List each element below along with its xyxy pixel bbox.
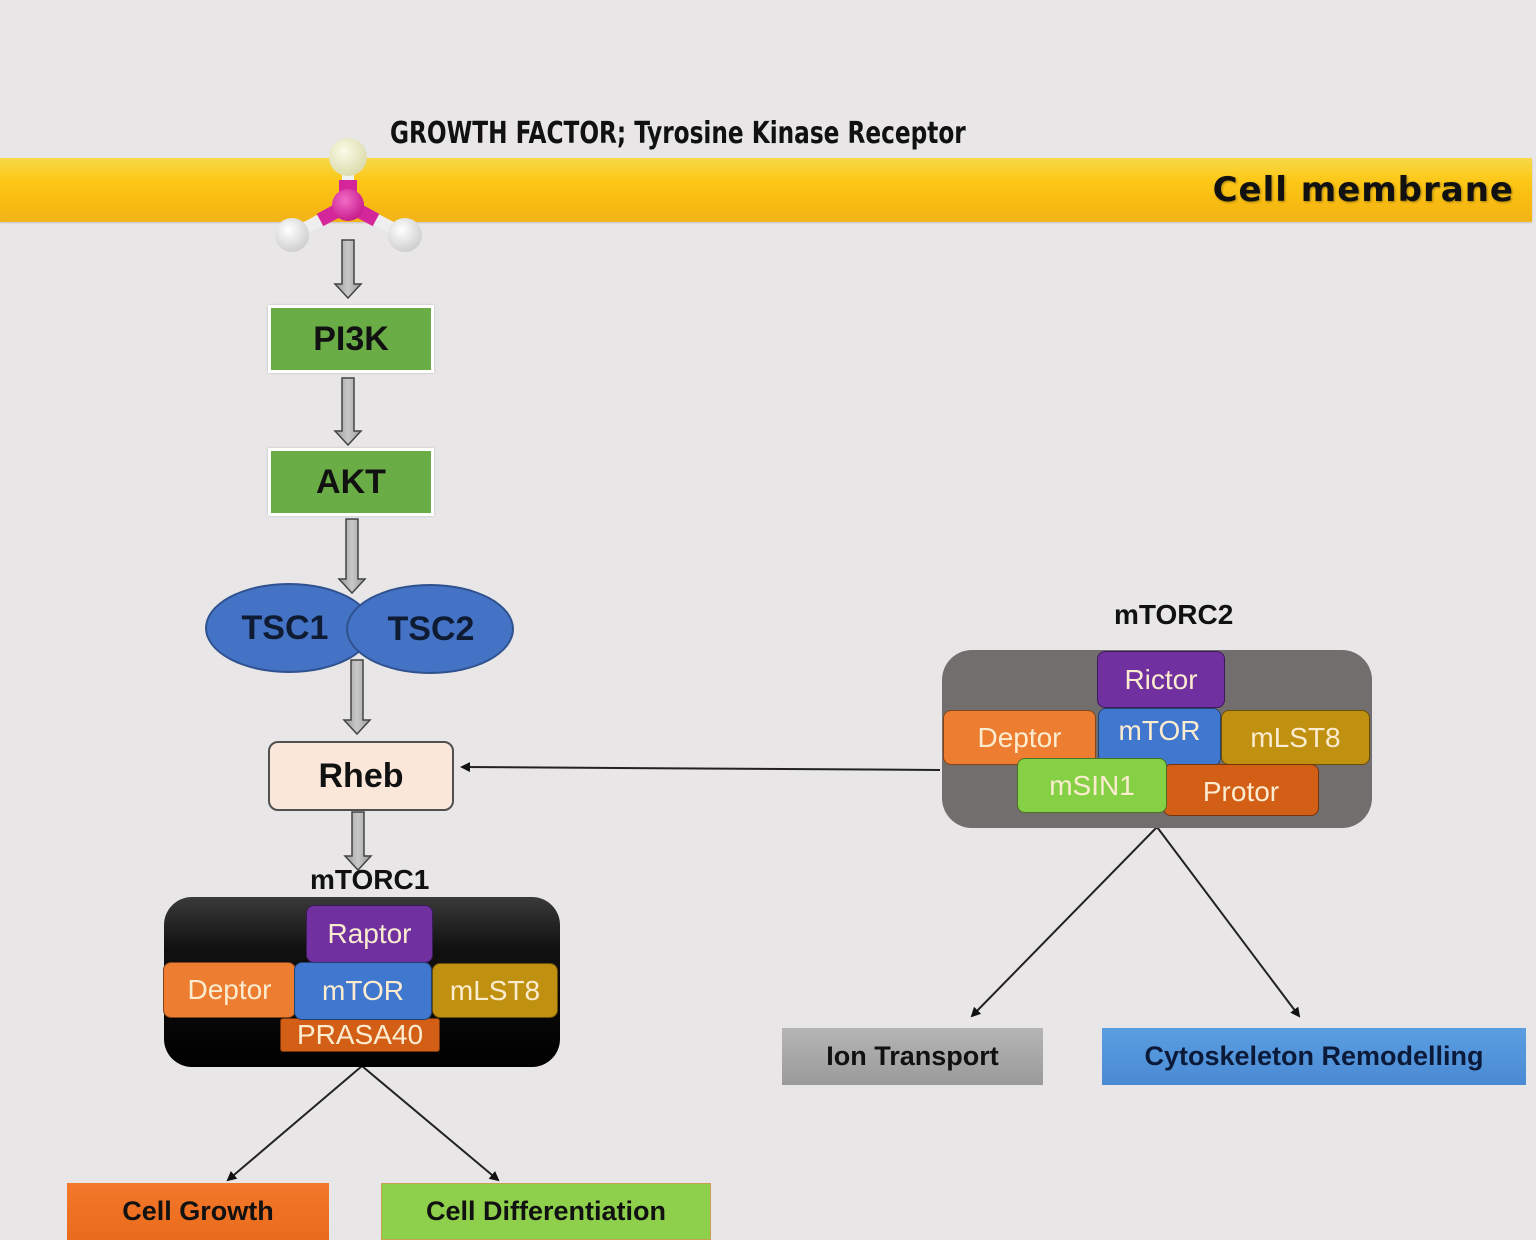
- cell-growth-box: Cell Growth: [67, 1183, 329, 1240]
- mtorc1-mlst8: mLST8: [432, 963, 558, 1018]
- mtorc2-mtor: mTOR: [1098, 708, 1221, 766]
- cytoskeleton-remodelling-box: Cytoskeleton Remodelling: [1102, 1028, 1526, 1085]
- block-arrow-akt-to-tsc: [337, 518, 367, 595]
- block-arrow-tsc-to-rheb: [342, 659, 372, 736]
- block-arrow-rheb-to-mtorc1: [343, 811, 373, 872]
- mtorc2-title: mTORC2: [1114, 599, 1234, 630]
- block-arrow-receptor-to-pi3k: [333, 239, 363, 300]
- mtorc2-rictor: Rictor: [1097, 651, 1225, 708]
- arrow-mtorc2-to-cytoskeleton: [1156, 826, 1301, 1018]
- block-arrow-pi3k-to-akt: [333, 377, 363, 447]
- mtorc1-mtor: mTOR: [294, 962, 432, 1020]
- tsc1-node: TSC1: [205, 583, 373, 673]
- cell-differentiation-box: Cell Differentiation: [381, 1183, 711, 1240]
- arrow-mtorc2-to-ion-transport: [970, 826, 1158, 1018]
- mtorc2-protor: Protor: [1163, 764, 1319, 816]
- molecule-receptor-icon: [275, 138, 422, 252]
- mtorc1-prasa40: PRASA40: [280, 1018, 440, 1052]
- cell-membrane-label: Cell membrane: [1212, 170, 1514, 210]
- akt-node: AKT: [268, 448, 434, 516]
- receptor-title: GROWTH FACTOR; Tyrosine Kinase Receptor: [390, 116, 966, 151]
- rheb-node: Rheb: [268, 741, 454, 811]
- pi3k-node: PI3K: [268, 305, 434, 373]
- arrow-mtorc1-to-cell-differentiation: [361, 1065, 500, 1182]
- mtorc2-msin1: mSIN1: [1017, 758, 1167, 813]
- tsc1-label: TSC1: [241, 608, 329, 647]
- mtorc2-mlst8: mLST8: [1221, 710, 1370, 765]
- arrow-mtorc1-to-cell-growth: [226, 1065, 363, 1182]
- arrow-mtorc2-to-rheb: [460, 762, 941, 773]
- mtorc2-deptor: Deptor: [943, 710, 1096, 765]
- cell-membrane-band: [0, 158, 1532, 222]
- tsc2-node: TSC2: [346, 584, 514, 674]
- ion-transport-box: Ion Transport: [782, 1028, 1043, 1085]
- mtorc1-deptor: Deptor: [163, 962, 296, 1018]
- mtorc1-raptor: Raptor: [306, 905, 433, 963]
- tsc2-label: TSC2: [387, 609, 475, 648]
- mtorc1-title: mTORC1: [310, 864, 430, 895]
